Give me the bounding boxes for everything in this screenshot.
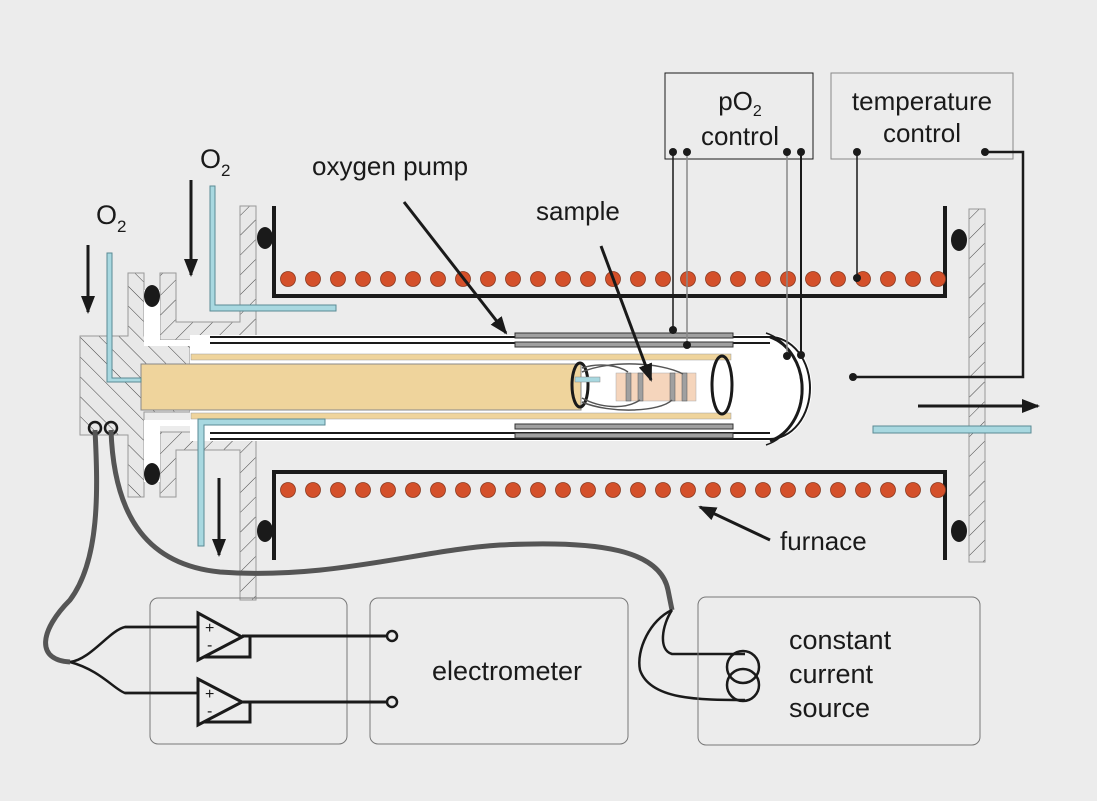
- heater-coil-turn: [930, 482, 946, 498]
- oxygen-pump-electrodes: [514, 332, 734, 439]
- current-source-label-1: constant: [789, 625, 892, 655]
- oxygen-pump-pointer: [402, 201, 508, 335]
- heater-coil-turn: [880, 271, 896, 287]
- heater-coil-turn: [455, 482, 471, 498]
- temperature-label: temperature: [852, 86, 992, 116]
- heater-coil-turn: [830, 482, 846, 498]
- heater-coil-turn: [805, 271, 821, 287]
- po2-control-label: control: [701, 121, 779, 151]
- heater-coil-turn: [930, 271, 946, 287]
- sample-holder: [570, 354, 734, 416]
- electrometer-label: electrometer: [432, 656, 582, 686]
- sample-pointer: [599, 245, 653, 382]
- heater-coil-turn: [505, 271, 521, 287]
- opamp-minus: -: [207, 703, 212, 720]
- heater-coil-turn: [430, 271, 446, 287]
- furnace-label: furnace: [780, 526, 867, 556]
- heater-coil-turn: [780, 482, 796, 498]
- heater-coil-turn: [580, 482, 596, 498]
- heater-coil-turn: [555, 482, 571, 498]
- heater-coil-turn: [805, 482, 821, 498]
- heater-coil-turn: [530, 271, 546, 287]
- o-ring: [257, 227, 273, 249]
- svg-text:pO2: pO2: [718, 86, 762, 120]
- opamp-1: + -: [125, 610, 399, 663]
- heater-coil-turn: [905, 482, 921, 498]
- heater-coil-turn: [480, 482, 496, 498]
- heater-coil-turn: [305, 482, 321, 498]
- heater-coil-turn: [630, 482, 646, 498]
- heater-coil-turn: [330, 271, 346, 287]
- heater-coil-turn: [355, 482, 371, 498]
- heater-coil-turn: [505, 482, 521, 498]
- heater-coil-turn: [355, 271, 371, 287]
- opamp-plus: +: [205, 686, 214, 703]
- opamp-plus: +: [205, 620, 214, 637]
- heater-coil-turn: [330, 482, 346, 498]
- heater-coil-turn: [855, 482, 871, 498]
- right-end-wall: [968, 208, 986, 563]
- heater-coil-turn: [430, 482, 446, 498]
- heater-coil-turn: [655, 482, 671, 498]
- current-source-icon: [725, 649, 761, 703]
- heater-coil-turn: [705, 271, 721, 287]
- o2-inlet-label-right: O2: [200, 144, 230, 180]
- opamp-2: + -: [125, 676, 399, 728]
- heater-coil-turn: [780, 271, 796, 287]
- cables: [43, 420, 746, 702]
- heater-coil-turn: [830, 271, 846, 287]
- heater-coil-turn: [480, 271, 496, 287]
- gas-flow-arrows: [81, 180, 1040, 557]
- current-source-box: constant current source: [697, 596, 981, 746]
- heater-coil-turn: [580, 271, 596, 287]
- heater-coil-turn: [755, 271, 771, 287]
- heater-coil-turn: [380, 482, 396, 498]
- heater-coil-turn: [280, 271, 296, 287]
- gas-tubes: [106, 185, 1032, 547]
- heater-coil-turn: [880, 482, 896, 498]
- heater-coil-turn: [680, 271, 696, 287]
- heater-coil-turn: [305, 271, 321, 287]
- heater-coil-turn: [380, 271, 396, 287]
- po2-label: pO: [718, 86, 753, 116]
- heater-coil-turn: [555, 271, 571, 287]
- heater-coil-turn: [405, 271, 421, 287]
- electrometer-box: electrometer: [369, 597, 629, 745]
- po2-control-box: pO2 control: [664, 72, 814, 160]
- o-ring: [144, 285, 160, 307]
- heater-coil-turn: [630, 271, 646, 287]
- furnace-pointer: [698, 505, 771, 542]
- current-source-label-3: source: [789, 693, 870, 723]
- heater-coil-turn: [530, 482, 546, 498]
- heater-coil-turn: [755, 482, 771, 498]
- o-rings: [144, 227, 967, 542]
- heater-coil-turn: [605, 482, 621, 498]
- preamp-box: [149, 597, 348, 745]
- heater-coil-bottom: [280, 482, 946, 498]
- heater-coil-turn: [405, 482, 421, 498]
- temperature-control-label: control: [883, 118, 961, 148]
- o-ring: [951, 229, 967, 251]
- sample-label: sample: [536, 196, 620, 226]
- heater-coil-turn: [680, 482, 696, 498]
- heater-coil-turn: [280, 482, 296, 498]
- o-ring: [951, 520, 967, 542]
- heater-coil-turn: [655, 271, 671, 287]
- o-ring: [257, 520, 273, 542]
- control-wiring: [669, 148, 1025, 381]
- opamp-minus: -: [207, 637, 212, 654]
- heater-coil-turn: [905, 271, 921, 287]
- o2-inlet-label-left: O2: [96, 200, 126, 236]
- callout-arrows: [402, 201, 771, 542]
- o-ring: [144, 463, 160, 485]
- temperature-control-box: temperature control: [830, 72, 1014, 160]
- current-source-label-2: current: [789, 659, 874, 689]
- heater-coil-turn: [705, 482, 721, 498]
- oxygen-pump-label: oxygen pump: [312, 151, 468, 181]
- heater-coil-turn: [730, 271, 746, 287]
- ceramic-support: [140, 353, 732, 420]
- heater-coil-turn: [730, 482, 746, 498]
